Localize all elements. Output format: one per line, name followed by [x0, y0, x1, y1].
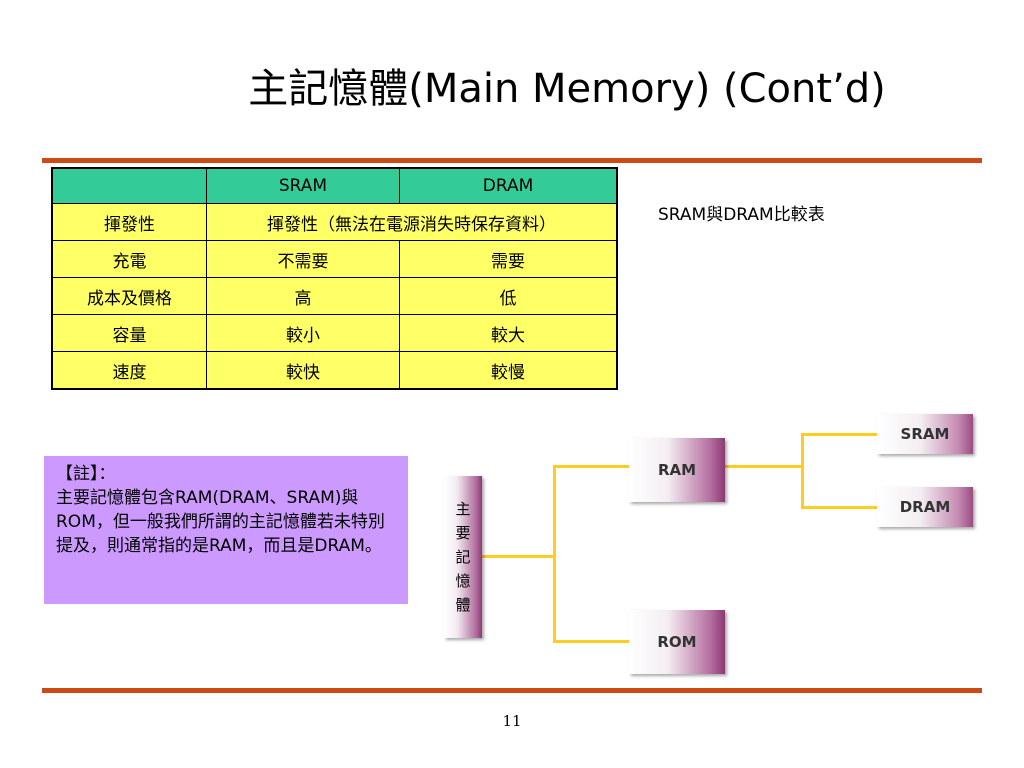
connector-line [801, 433, 804, 508]
connector-line [553, 465, 556, 642]
table-row: 揮發性 揮發性（無法在電源消失時保存資料） [51, 203, 618, 241]
node-char: 記 [455, 548, 471, 566]
table-cell: 較大 [399, 314, 618, 352]
table-header-cell [51, 167, 207, 204]
connector-line [801, 433, 877, 436]
node-char: 憶 [455, 572, 471, 590]
bottom-divider [42, 688, 982, 693]
rom-node: ROM [629, 610, 725, 674]
table-row: 成本及價格 高 低 [51, 277, 618, 315]
table-row: 速度 較快 較慢 [51, 351, 618, 390]
table-cell: 低 [399, 277, 618, 315]
node-char: 體 [455, 596, 471, 614]
table-row: 充電 不需要 需要 [51, 240, 618, 278]
table-cell: 成本及價格 [51, 277, 207, 315]
table-cell: 較慢 [399, 351, 618, 390]
table-header-cell: SRAM [206, 167, 400, 204]
table-row: 容量 較小 較大 [51, 314, 618, 352]
node-char: 主 [455, 500, 471, 518]
connector-line [801, 506, 877, 509]
connector-line [553, 465, 629, 468]
table-cell: 揮發性 [51, 203, 207, 241]
note-heading: 【註】： [56, 464, 116, 484]
table-cell: 高 [206, 277, 400, 315]
note-box: 【註】： 主要記憶體包含RAM(DRAM、SRAM)與ROM，但一般我們所謂的主… [44, 456, 408, 604]
table-header-row: SRAM DRAM [51, 167, 618, 204]
note-body: 主要記憶體包含RAM(DRAM、SRAM)與ROM，但一般我們所謂的主記憶體若未… [56, 488, 385, 556]
comparison-table: SRAM DRAM 揮發性 揮發性（無法在電源消失時保存資料） 充電 不需要 需… [51, 167, 618, 390]
table-header-cell: DRAM [399, 167, 618, 204]
connector-line [553, 640, 629, 643]
table-cell: 較快 [206, 351, 400, 390]
table-cell: 速度 [51, 351, 207, 390]
table-cell: 不需要 [206, 240, 400, 278]
ram-node: RAM [629, 438, 725, 502]
connector-line [482, 555, 554, 558]
connector-line [725, 465, 802, 468]
table-cell: 較小 [206, 314, 400, 352]
top-divider [42, 158, 982, 163]
table-cell: 需要 [399, 240, 618, 278]
table-cell: 容量 [51, 314, 207, 352]
table-cell: 揮發性（無法在電源消失時保存資料） [206, 203, 618, 241]
dram-node: DRAM [877, 487, 973, 527]
slide-title: 主記憶體(Main Memory) (Cont’d) [248, 66, 886, 112]
table-cell: 充電 [51, 240, 207, 278]
main-memory-node: 主 要 記 憶 體 [444, 476, 482, 638]
sram-node: SRAM [877, 414, 973, 454]
table-caption: SRAM與DRAM比較表 [658, 205, 825, 225]
node-char: 要 [455, 524, 471, 542]
page-number: 11 [502, 712, 522, 730]
